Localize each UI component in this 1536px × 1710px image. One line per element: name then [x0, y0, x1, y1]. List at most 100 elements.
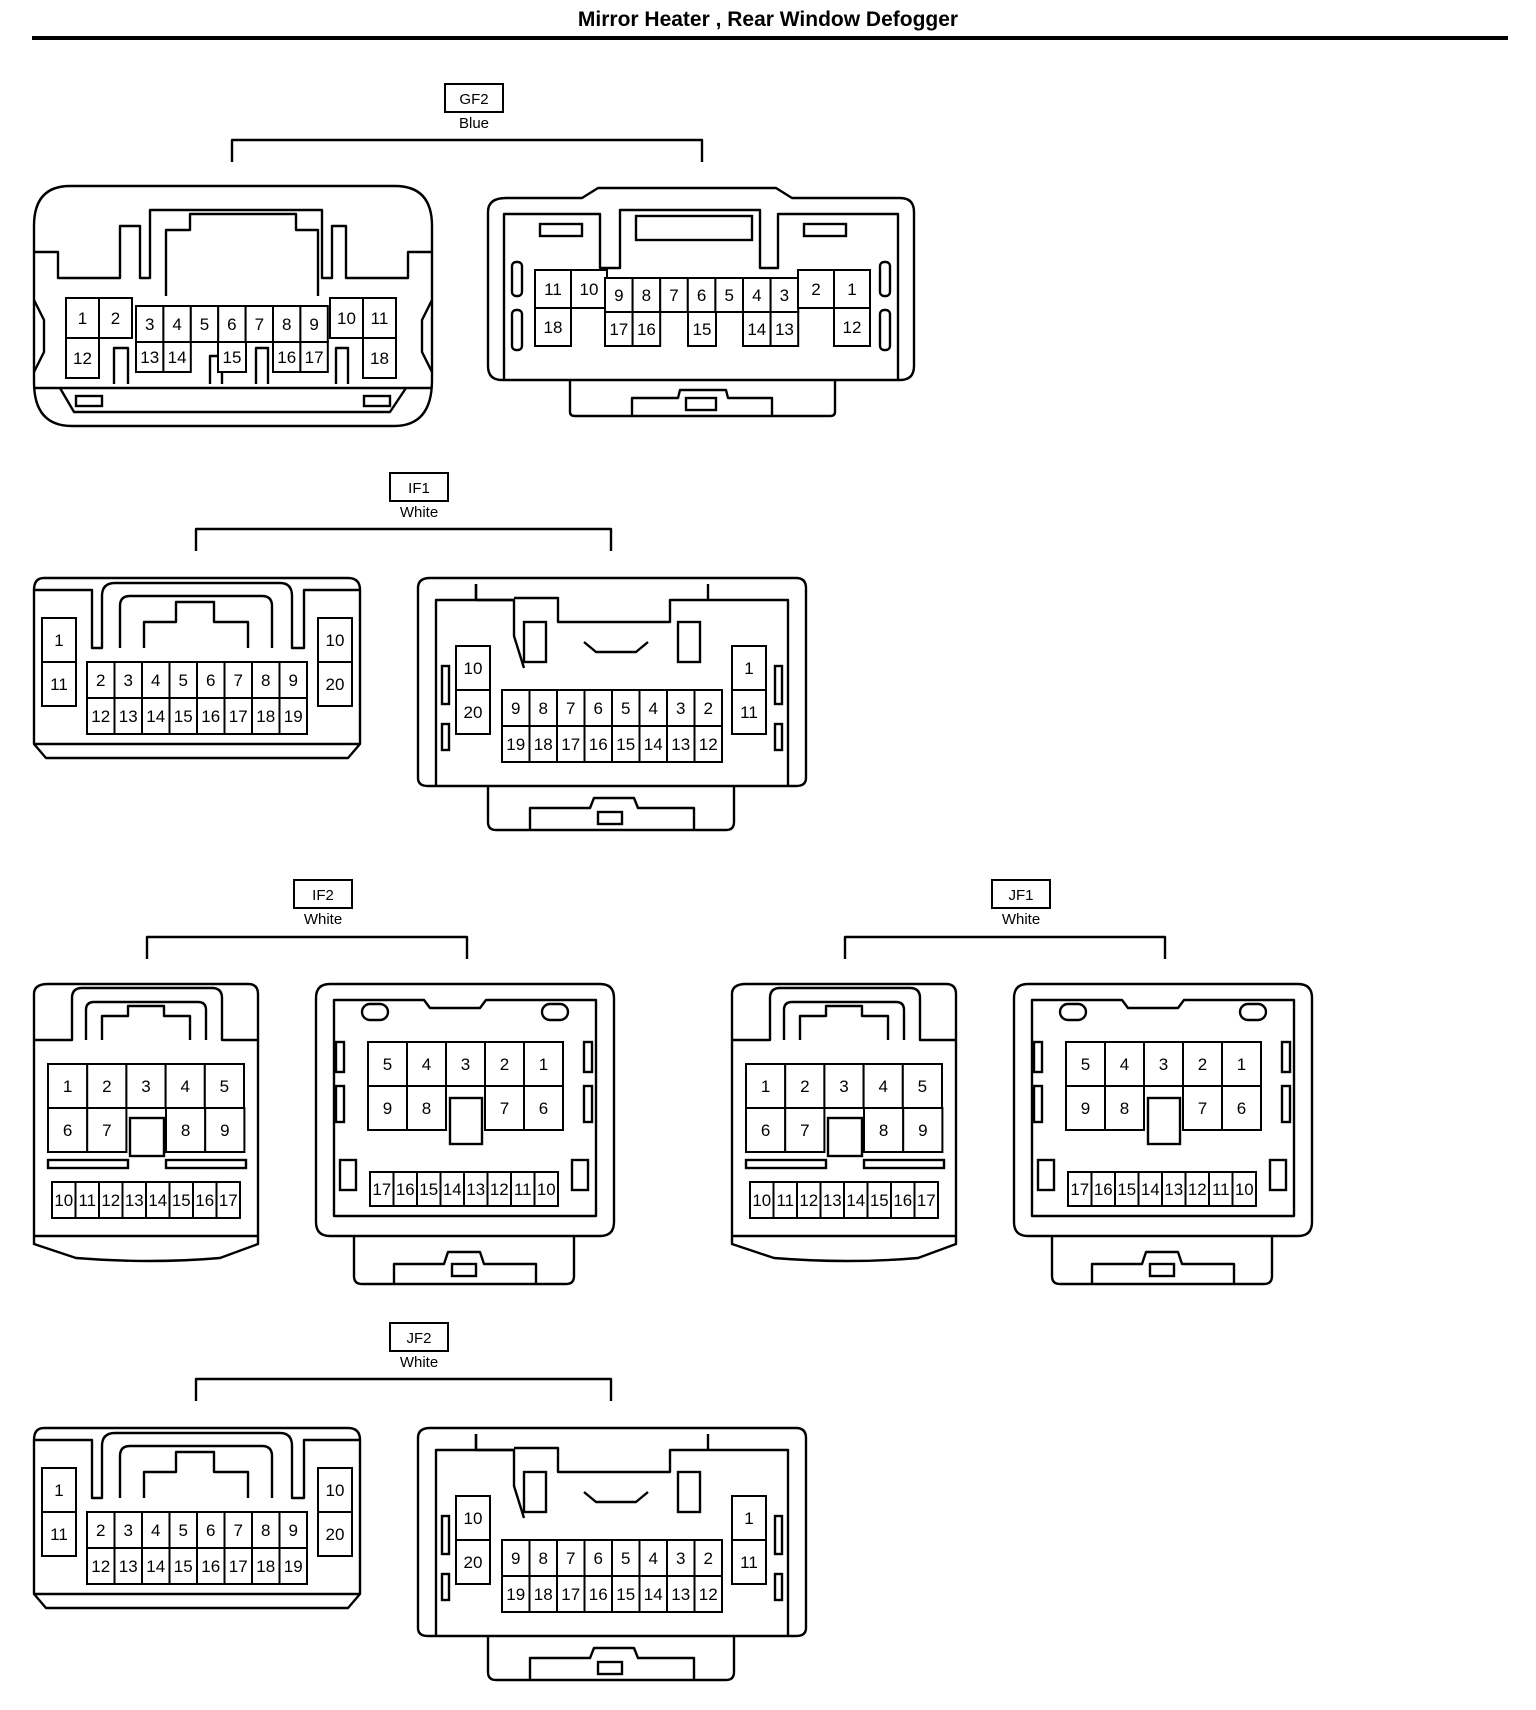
connector-color-label: White	[400, 504, 438, 521]
pin-number: 2	[704, 699, 713, 718]
housing-outline	[583, 641, 649, 654]
terminal-cell	[41, 617, 77, 663]
pin-number: 6	[206, 1521, 215, 1540]
pin-number: 18	[370, 349, 389, 368]
terminal-cell	[86, 1547, 116, 1585]
pin-number: 17	[229, 1557, 248, 1576]
housing-detail	[1238, 1002, 1268, 1022]
pin-number: 11	[50, 1525, 68, 1544]
housing-outline	[112, 346, 130, 384]
pin-number: 14	[747, 320, 766, 339]
pin-number: 9	[511, 1549, 520, 1568]
housing-detail	[684, 396, 718, 412]
pin-number: 9	[289, 671, 298, 690]
terminal-cell	[162, 305, 192, 343]
terminal-cell	[86, 1063, 128, 1109]
pairing-bracket	[194, 527, 613, 551]
pin-number: 8	[539, 699, 548, 718]
connector-id-box	[389, 472, 449, 502]
pin-number: 14	[443, 1180, 462, 1199]
connector-color-label: Blue	[459, 115, 489, 132]
pin-number: 10	[337, 309, 356, 328]
terminal-cell	[203, 1063, 246, 1109]
pin-number: 8	[539, 1549, 548, 1568]
terminal-cell	[604, 311, 634, 347]
pin-number: 15	[223, 348, 242, 367]
pin-number: 19	[284, 1557, 303, 1576]
pin-number: 6	[227, 315, 236, 334]
connector-id-label: GF2	[459, 91, 488, 108]
pin-number: 11	[371, 309, 389, 328]
housing-detail	[440, 722, 451, 752]
connector-id-label: IF2	[312, 887, 334, 904]
pin-number: 19	[506, 735, 525, 754]
terminal-cell	[278, 1511, 308, 1549]
housing-outline	[84, 1000, 208, 1040]
pin-number: 4	[151, 671, 160, 690]
terminal-cell	[217, 341, 247, 373]
terminal-cell	[693, 725, 723, 763]
terminal-cell	[406, 1085, 447, 1131]
housing-detail	[676, 620, 702, 664]
housing-outline	[58, 387, 407, 414]
housing-detail	[596, 1660, 624, 1676]
pin-number: 20	[326, 675, 345, 694]
terminal-cell	[638, 725, 668, 763]
pin-number: 3	[839, 1077, 848, 1096]
pin-number: 7	[1198, 1099, 1207, 1118]
housing-outline	[142, 600, 250, 648]
housing-outline	[34, 581, 360, 650]
pin-number: 19	[506, 1585, 525, 1604]
pin-number: 7	[102, 1121, 111, 1140]
terminal-cell	[731, 645, 767, 691]
connector-color-label: White	[400, 1354, 438, 1371]
pin-number: 11	[1212, 1180, 1230, 1199]
pin-number: 13	[466, 1180, 485, 1199]
housing-outline	[630, 388, 774, 416]
housing-detail	[773, 1514, 784, 1556]
pin-number: 5	[621, 1549, 630, 1568]
housing-detail	[440, 1572, 451, 1602]
connector-id-box	[389, 1322, 449, 1352]
terminal-cell	[362, 297, 397, 339]
pin-number: 16	[201, 1557, 220, 1576]
pin-number: 2	[96, 1521, 105, 1540]
terminal-cell	[528, 689, 558, 727]
pin-number: 11	[514, 1180, 532, 1199]
terminal-cell	[528, 1575, 558, 1613]
pin-number: 4	[172, 315, 181, 334]
pin-number: 1	[539, 1055, 548, 1074]
pin-number: 10	[537, 1180, 556, 1199]
pin-number: 17	[229, 707, 248, 726]
pairing-bracket	[194, 1377, 613, 1401]
terminal-cell	[833, 307, 871, 347]
connector-id-box	[991, 879, 1051, 909]
housing-outline	[528, 1646, 696, 1680]
pin-number: 19	[284, 707, 303, 726]
pin-number: 17	[561, 1585, 580, 1604]
terminal-cell	[204, 1107, 246, 1153]
housing-detail	[1268, 1158, 1288, 1192]
terminal-cell	[98, 297, 133, 339]
pin-number: 7	[234, 671, 243, 690]
housing-detail	[128, 1116, 166, 1158]
pin-number: 5	[724, 286, 733, 305]
pin-number: 12	[799, 1191, 818, 1210]
pin-number: 5	[1081, 1055, 1090, 1074]
pin-number: 4	[878, 1077, 887, 1096]
housing-detail	[338, 1158, 358, 1192]
terminal-cell	[556, 725, 586, 763]
housing-outline	[32, 184, 434, 428]
pin-number: 7	[234, 1521, 243, 1540]
housing-detail	[334, 1084, 346, 1124]
terminal-cell	[902, 1107, 944, 1153]
housing-outline	[1050, 1236, 1274, 1286]
housing-detail	[1280, 1040, 1292, 1074]
pin-number: 2	[811, 280, 820, 299]
terminal-cell	[317, 1511, 353, 1557]
housing-outline	[32, 299, 46, 373]
housing-detail	[1032, 1040, 1044, 1074]
pin-number: 5	[220, 1077, 229, 1096]
pin-number: 7	[500, 1099, 509, 1118]
